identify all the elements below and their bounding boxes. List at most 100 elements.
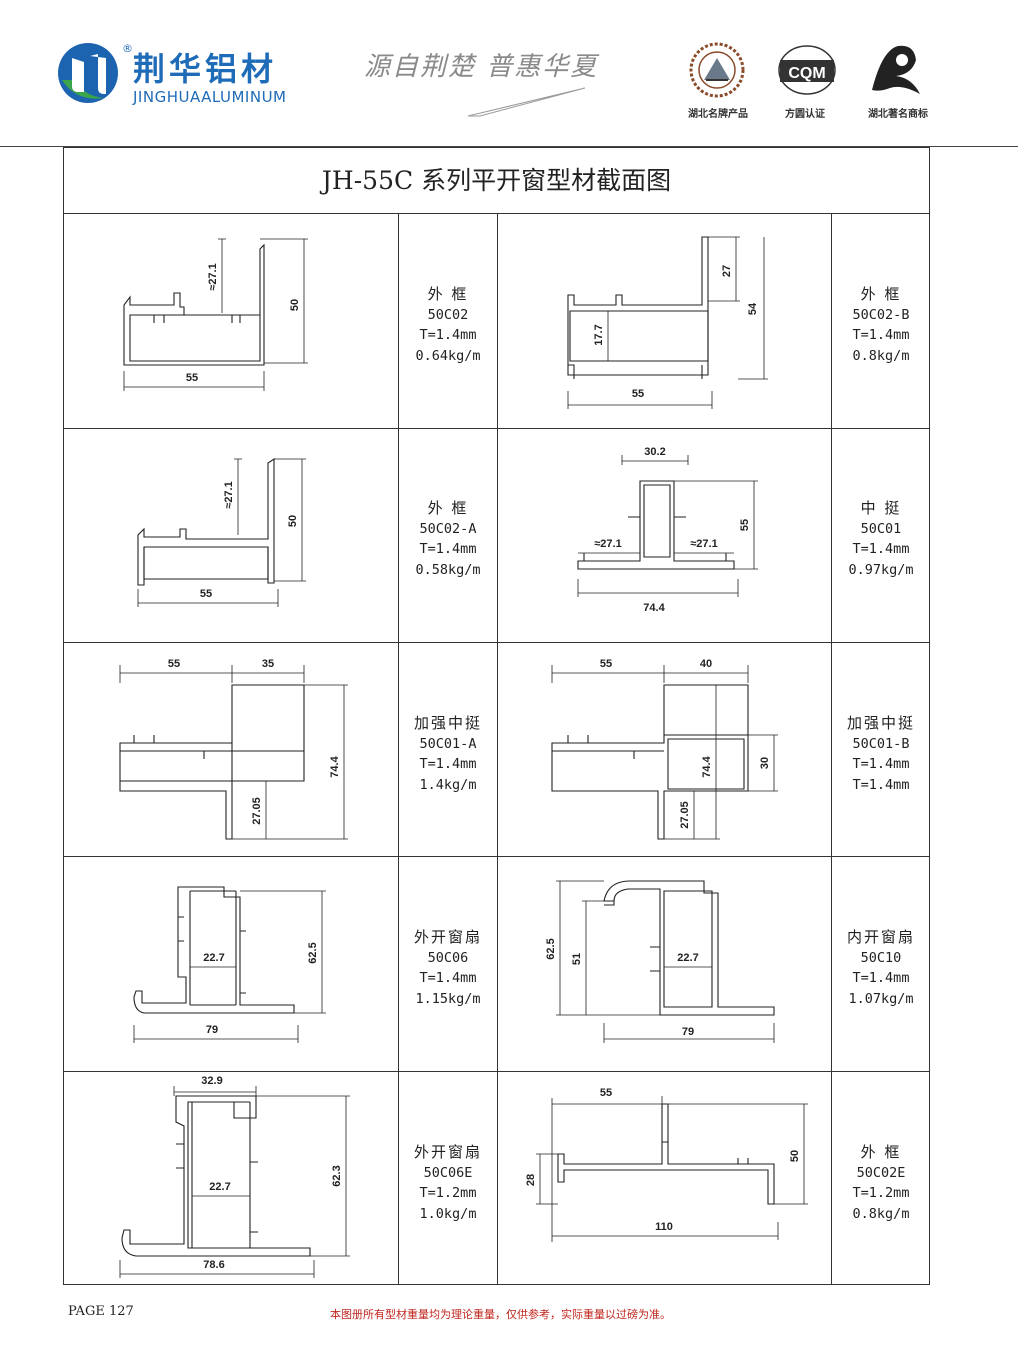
profile-drawing-50c02e: 55 28 50 110 — [525, 1087, 808, 1242]
header-divider — [0, 146, 1018, 147]
dim-label: 79 — [206, 1024, 218, 1036]
profile-thickness: T=1.4mm — [419, 756, 477, 772]
profile-desc-50c06e: 外开窗扇 50C06E T=1.2mm 1.0kg/m — [399, 1142, 497, 1224]
profile-name: 内开窗扇 — [846, 928, 915, 946]
registered-mark: ® — [122, 42, 133, 55]
dim-label: ≈27.1 — [690, 538, 717, 550]
cert-label-brand: 湖北名牌产品 — [688, 109, 748, 120]
profile-drawing-50c01-b: 55 40 74.4 30 27.05 — [551, 658, 778, 840]
profile-thickness: T=1.2mm — [852, 1185, 910, 1201]
profile-code: 50C02-A — [419, 520, 477, 537]
profile-drawing-50c02-a: ≈27.1 50 55 — [137, 457, 306, 607]
dim-label: 55 — [632, 388, 644, 400]
profile-table: JH-55C 系列平开窗型材截面图 ≈27.1 50 55 外 框 50C02 … — [63, 147, 930, 1285]
dim-label: 50 — [287, 515, 299, 527]
profile-name: 外开窗扇 — [413, 1143, 482, 1161]
profile-desc-50c01: 中 挺 50C01 T=1.4mm 0.97kg/m — [832, 498, 930, 580]
dim-label: 74.4 — [329, 755, 341, 777]
slogan: 源自荆楚 普惠华夏 — [364, 52, 599, 82]
profile-drawing-50c10: 62.5 51 22.7 79 — [545, 880, 775, 1043]
profile-name: 加强中挺 — [413, 714, 482, 732]
profile-code: 50C01-B — [852, 735, 910, 752]
profile-desc-50c02: 外 框 50C02 T=1.4mm 0.64kg/m — [399, 284, 497, 366]
dim-label: 27 — [721, 265, 733, 277]
dim-label: 50 — [289, 299, 301, 311]
grid-hline-1 — [64, 428, 929, 429]
profile-drawing-50c02: ≈27.1 50 55 — [123, 238, 308, 391]
dim-label: 35 — [262, 658, 274, 670]
cqm-certification-icon: CQM — [778, 45, 836, 95]
page-number: PAGE 127 — [68, 1304, 134, 1319]
slogan-swoosh — [467, 87, 586, 117]
dim-label: ≈27.1 — [223, 481, 235, 508]
profile-weight: 0.8kg/m — [852, 347, 910, 364]
dim-label: 78.6 — [203, 1259, 224, 1271]
dim-label: 55 — [168, 658, 180, 670]
profile-name: 加强中挺 — [846, 714, 915, 732]
profile-weight: 1.15kg/m — [415, 990, 481, 1007]
profile-code: 50C02-B — [852, 306, 910, 323]
profile-code: 50C06 — [427, 949, 469, 966]
dim-label: 62.5 — [307, 942, 319, 963]
grid-hline-2 — [64, 642, 929, 643]
cert-label-trademark: 湖北著名商标 — [868, 109, 928, 120]
profile-code: 50C06E — [423, 1164, 473, 1181]
profile-weight: 1.07kg/m — [848, 990, 914, 1007]
dim-label: 30 — [759, 757, 771, 769]
profile-name: 外 框 — [860, 1143, 902, 1161]
dim-label: 55 — [739, 519, 751, 531]
profile-code: 50C10 — [860, 949, 902, 966]
dim-label: ≈27.1 — [207, 263, 219, 290]
profile-thickness: T=1.2mm — [419, 1185, 477, 1201]
page-title: JH-55C 系列平开窗型材截面图 — [64, 148, 929, 214]
provincial-brand-seal-icon — [689, 42, 745, 98]
dim-label: 62.3 — [331, 1165, 343, 1186]
dim-label: 74.4 — [701, 755, 713, 777]
profile-name: 外 框 — [427, 499, 469, 517]
profile-weight: 0.97kg/m — [848, 561, 914, 578]
dim-label: 55 — [600, 658, 612, 670]
profile-name: 外开窗扇 — [413, 928, 482, 946]
dim-label: 55 — [186, 372, 198, 384]
profile-desc-50c01-a: 加强中挺 50C01-A T=1.4mm 1.4kg/m — [399, 713, 497, 795]
dim-label: 74.4 — [643, 602, 665, 614]
profile-code: 50C01 — [860, 520, 902, 537]
dim-label: 22.7 — [677, 952, 698, 964]
dim-label: 79 — [682, 1026, 694, 1038]
profile-drawing-50c01: 30.2 55 ≈27.1 ≈27.1 74.4 — [577, 446, 758, 614]
profile-thickness: T=1.4mm — [852, 327, 910, 343]
profile-code: 50C02 — [427, 306, 469, 323]
profile-name: 外 框 — [860, 285, 902, 303]
profile-drawing-50c06e: 32.9 22.7 62.3 78.6 — [119, 1075, 350, 1278]
dim-label: 22.7 — [209, 1181, 230, 1193]
dim-label: 40 — [700, 658, 712, 670]
dim-label: 50 — [789, 1150, 801, 1162]
dim-label: 110 — [655, 1221, 673, 1233]
profile-weight: 0.64kg/m — [415, 347, 481, 364]
profile-drawing-50c06: 22.7 62.5 79 — [133, 886, 326, 1043]
grid-vline-3 — [831, 214, 832, 1284]
dim-label: 30.2 — [644, 446, 665, 458]
profile-thickness: T=1.4mm — [852, 756, 910, 772]
profile-drawing-50c01-a: 55 35 74.4 27.05 — [119, 658, 348, 840]
profile-thickness: T=1.4mm — [852, 541, 910, 557]
famous-trademark-icon — [872, 45, 920, 94]
dim-label: 32.9 — [201, 1075, 222, 1087]
dim-label: 17.7 — [593, 324, 605, 345]
profile-desc-50c02e: 外 框 50C02E T=1.2mm 0.8kg/m — [832, 1142, 930, 1224]
profile-code: 50C01-A — [419, 735, 477, 752]
dim-label: 27.05 — [251, 797, 263, 825]
dim-label: 51 — [571, 953, 583, 965]
profile-weight: 0.58kg/m — [415, 561, 481, 578]
brand-name-en: JINGHUAALUMINUM — [133, 88, 287, 106]
profile-desc-50c01-b: 加强中挺 50C01-B T=1.4mm T=1.4mm — [832, 713, 930, 795]
profile-thickness: T=1.4mm — [419, 970, 477, 986]
dim-label: 55 — [200, 588, 212, 600]
grid-hline-4 — [64, 1071, 929, 1072]
profile-thickness: T=1.4mm — [419, 541, 477, 557]
grid-vline-2 — [497, 214, 498, 1284]
dim-label: ≈27.1 — [594, 538, 621, 550]
profile-name: 中 挺 — [860, 499, 902, 517]
profile-weight: 1.4kg/m — [419, 776, 477, 793]
profile-thickness: T=1.4mm — [419, 327, 477, 343]
